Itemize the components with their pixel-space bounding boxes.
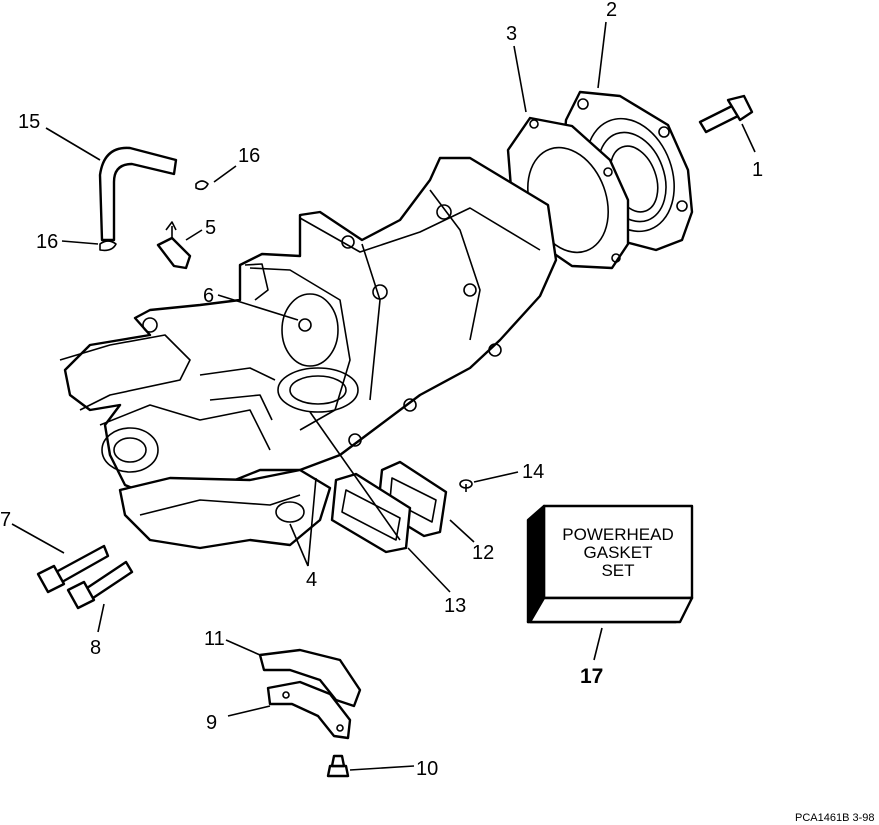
part-16-clamp-lower — [99, 240, 117, 252]
gasket-set-line-1: POWERHEAD — [562, 525, 673, 544]
callout-2: 2 — [606, 0, 617, 21]
part-8-bolt — [66, 560, 134, 610]
callout-3: 3 — [506, 23, 517, 45]
gasket-set-line-3: SET — [601, 561, 634, 580]
callout-13: 13 — [444, 595, 466, 617]
part-7-bolt — [36, 544, 110, 594]
callout-16-upper: 16 — [238, 145, 260, 167]
callout-17: 17 — [580, 665, 603, 688]
part-1-bolt — [698, 94, 754, 134]
part-crankcase-block — [59, 156, 558, 502]
callout-11: 11 — [204, 628, 225, 650]
callout-8: 8 — [90, 637, 101, 659]
part-9-cover — [266, 680, 352, 740]
part-16-clamp-upper — [195, 180, 209, 191]
callout-7: 7 — [0, 509, 11, 531]
callout-6: 6 — [203, 285, 214, 307]
gasket-set-line-2: GASKET — [584, 543, 653, 562]
callout-9: 9 — [206, 712, 217, 734]
part-lower-cover — [118, 468, 332, 550]
part-11-gasket — [258, 648, 362, 708]
callout-16-lower: 16 — [36, 231, 58, 253]
callout-1: 1 — [752, 159, 763, 181]
part-14-screw — [459, 479, 473, 492]
figure-id: PCA1461B 3-98 — [795, 812, 875, 824]
part-15-hose — [98, 146, 178, 242]
callout-15: 15 — [18, 111, 40, 133]
callout-10: 10 — [416, 758, 438, 780]
part-13-gasket — [330, 472, 412, 554]
callout-5: 5 — [205, 217, 216, 239]
part-10-screw — [326, 754, 350, 778]
leader-lines — [11, 21, 756, 771]
callout-12: 12 — [472, 542, 494, 564]
part-17-gasket-set-box — [526, 504, 694, 624]
callout-4: 4 — [306, 569, 317, 591]
callout-14: 14 — [522, 461, 544, 483]
part-5-fitting — [156, 221, 192, 270]
